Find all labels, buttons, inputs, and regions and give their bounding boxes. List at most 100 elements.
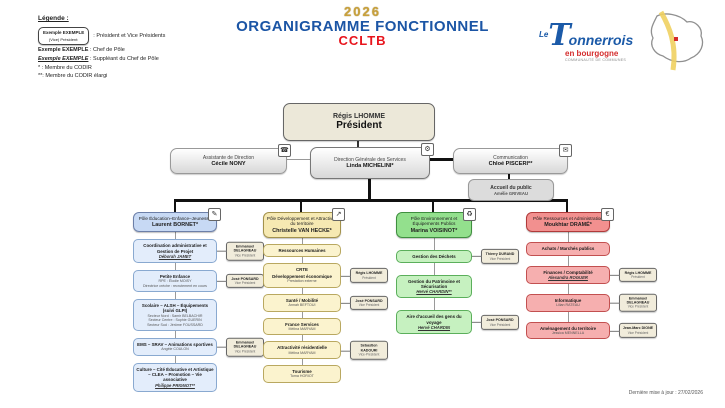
vice-president-role: Vice Président: [489, 256, 511, 261]
connector-line: [428, 158, 453, 161]
item-title: Ressources Humaines: [278, 247, 326, 253]
item-detail: Mélina MARYAM: [288, 326, 316, 331]
legend-suppleant-term: Exemple EXEMPLE: [38, 55, 89, 62]
vice-president-name: José PONSARD: [355, 298, 383, 303]
item-detail: Angèle COULON: [161, 347, 189, 352]
pole-icon: ✎: [208, 208, 221, 221]
pole-item: Ressources Humaines: [263, 243, 341, 257]
logo-tagline: COMMUNAUTÉ DE COMMUNES: [565, 58, 627, 62]
item-subtitle: Développement économique: [272, 274, 332, 280]
item-title: CRTE: [296, 266, 308, 272]
title-year: 2026: [344, 4, 381, 19]
item-title: Aire d'accueil des gens du voyage: [406, 314, 462, 325]
item-title: Santé / Mobilité: [285, 297, 319, 303]
legend: Légende : Exemple EXEMPLE (Vice) Préside…: [38, 14, 248, 81]
mail-icon: ✉: [559, 144, 572, 157]
pole-title: Pôle Développement et Attractivité du te…: [266, 216, 338, 227]
item-title: Finances / Comptabilité: [543, 269, 593, 275]
pole-chief-name: Christelle VAN HECKE*: [272, 227, 332, 234]
vice-president-role: Vice Président: [489, 322, 511, 327]
vice-president-role: Vice-Président: [358, 352, 380, 357]
legend-chef-row: Exemple EXEMPLE : Chef de Pôle: [38, 46, 248, 55]
item-title: Attractivité résidentielle: [277, 345, 327, 351]
pole-item: Coordination administrative et Gestion d…: [133, 239, 264, 263]
connector-line: [285, 159, 310, 160]
pole-header: ↗Pôle Développement et Attractivité du t…: [263, 208, 345, 238]
legend-chef-desc: : Chef de Pôle: [89, 46, 125, 53]
pole-column: ↗Pôle Développement et Attractivité du t…: [263, 208, 388, 383]
connector-line: [566, 202, 568, 212]
last-updated-note: Dernière mise à jour : 27/02/2026: [628, 390, 703, 396]
item-detail: Directrice crèche : recrutement en cours: [143, 283, 207, 288]
pole-chief-name: Marina VOISINOT*: [410, 227, 458, 234]
item-detail: Lilian RATEAU: [556, 303, 580, 308]
vice-president-name: José PONSARD: [231, 276, 259, 281]
dgs-name: Linda MICHELINI*: [346, 163, 394, 169]
dgs-box: ⚙ Direction Générale des Services Linda …: [310, 143, 434, 179]
pole-column: ♻Pôle Environnement et Équipements Publi…: [396, 208, 519, 334]
connector-line: [368, 177, 371, 200]
pole-icon: €: [601, 208, 614, 221]
item-title: Gestion du Patrimoine et Sécurisation: [408, 278, 460, 290]
vice-president-role: Vice Président: [234, 349, 256, 354]
pole-title: Pôle Éducation–Enfance–Jeunesse: [138, 216, 212, 221]
organization-logo: LeTonnerrois en bourgogne COMMUNAUTÉ DE …: [539, 10, 711, 72]
vice-president-name: Sébastien KADOURI: [360, 343, 378, 353]
pole-item: Culture – Cité Éducative et Artistique –…: [133, 362, 217, 392]
vice-president-name: Thierry DURAND: [485, 252, 515, 257]
president-name: Régis LHOMME: [332, 113, 386, 120]
assistante-box: ☎ Assistante de Direction Cécile NONY: [170, 144, 291, 174]
vice-president-name: Emmanuel DELAGNEAU: [233, 340, 257, 349]
logo-name: onnerrois: [568, 32, 634, 48]
vice-president-name: Emmanuel DELAGNEAU: [233, 244, 257, 254]
legend-suppleant-desc: : Suppléant du Chef de Pôle: [89, 55, 159, 62]
legend-codir-elargi-note: **: Membre du CODIR élargi: [38, 73, 108, 80]
connector-line: [432, 202, 434, 212]
legend-heading: Légende :: [38, 15, 69, 22]
item-title: Achats / Marchés publics: [541, 246, 595, 252]
connector-line: [300, 202, 302, 212]
legend-president-row: Exemple EXEMPLE (Vice) Président: : Prés…: [38, 27, 248, 45]
legend-codir-note: * : Membre du CODIR: [38, 64, 92, 71]
vice-president-role: Vice Président: [627, 305, 649, 310]
president-box: Régis LHOMME Président: [283, 103, 435, 141]
pole-icon: ♻: [463, 208, 476, 221]
assistante-title: Assistante de Direction: [202, 155, 255, 161]
item-title: Aménagement du territoire: [539, 325, 597, 331]
legend-suppleant-row: Exemple EXEMPLE : Suppléant du Chef de P…: [38, 55, 248, 64]
accueil-title: Accueil du public: [490, 184, 532, 191]
assistante-name: Cécile NONY: [211, 161, 246, 167]
item-detail: RPE : Élodie MOISY: [158, 279, 192, 284]
president-role: Président: [336, 120, 382, 131]
communication-title: Communication: [493, 155, 528, 161]
pole-chief-name: Laurent BORNET*: [151, 222, 199, 229]
logo-wordmark: LeTonnerrois en bourgogne COMMUNAUTÉ DE …: [539, 18, 651, 62]
item-detail: Mélina MARYAM: [288, 350, 316, 355]
item-person-name: Hervé CHARDIN: [417, 324, 451, 330]
pole-title: Pôle Ressources et Administration: [533, 216, 603, 221]
vice-president-role: Vice Président: [234, 253, 256, 258]
pole-icon: ↗: [332, 208, 345, 221]
vice-president-role: Président: [631, 274, 645, 279]
page-title: 2026 ORGANIGRAMME FONCTIONNEL CCLTB: [0, 5, 725, 48]
item-title: Coordination administrative et Gestion d…: [143, 243, 207, 254]
item-title: Informatique: [554, 297, 582, 303]
item-person-name: Hervé CHARDIN**: [416, 289, 452, 295]
vice-president-role: Président: [362, 275, 376, 280]
logo-le: Le: [539, 30, 549, 39]
